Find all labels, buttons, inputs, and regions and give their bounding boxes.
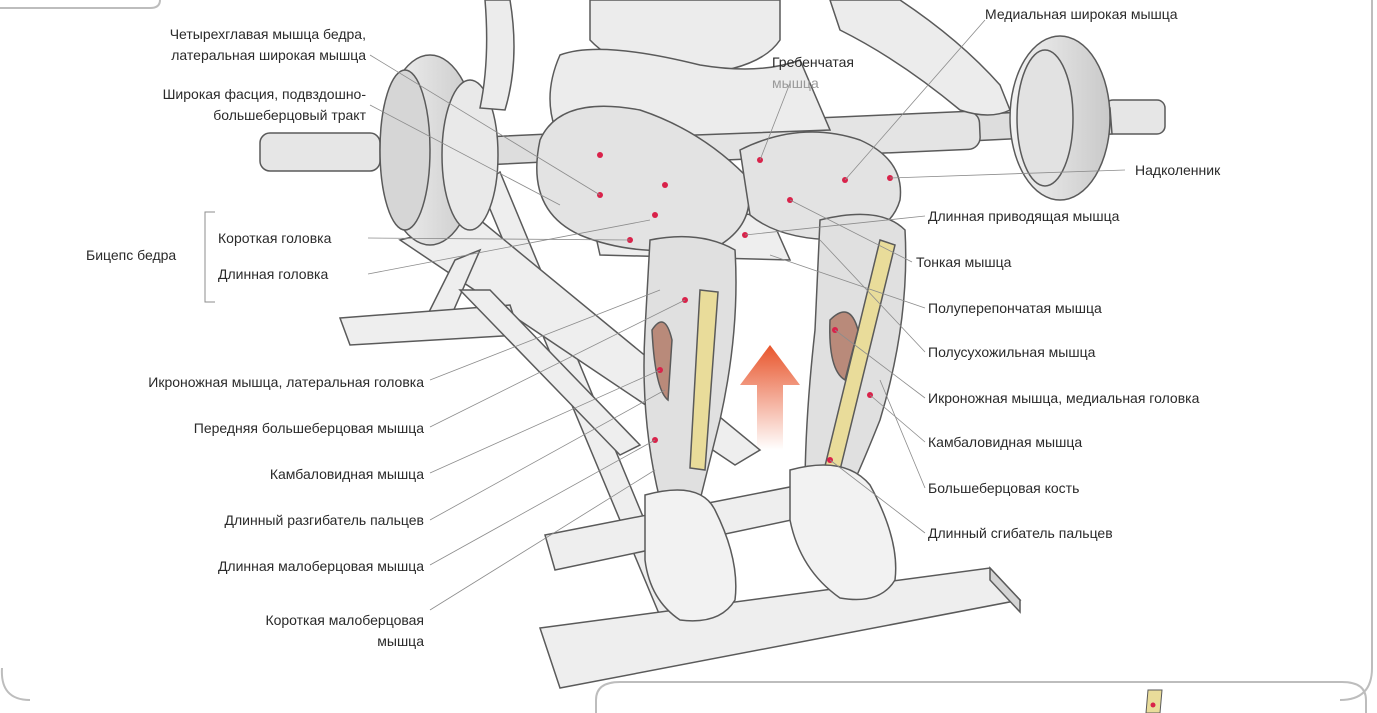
label-soleus-left: Камбаловидная мышца (40, 464, 424, 485)
label-quadriceps-line2: латеральная широкая мышца (60, 45, 366, 66)
label-peroneus-brevis: Короткая малоберцовая мышца (40, 610, 424, 652)
label-semimembranosus: Полуперепончатая мышца (928, 298, 1102, 319)
label-quadriceps: Четырехглавая мышца бедра, латеральная ш… (60, 24, 366, 66)
partial-figure (1146, 690, 1162, 713)
label-peroneus-longus: Длинная малоберцовая мышца (40, 556, 424, 577)
label-tibialis-anterior: Передняя большеберцовая мышца (40, 418, 424, 439)
label-biceps-long-head: Длинная головка (218, 264, 328, 285)
label-pectineus-line2: мышца (772, 73, 854, 94)
label-gracilis: Тонкая мышца (916, 252, 1011, 273)
label-gastrocnemius-lateral: Икроножная мышца, латеральная головка (40, 372, 424, 393)
label-adductor-longus: Длинная приводящая мышца (928, 206, 1119, 227)
bottom-inset-frame (596, 682, 1366, 713)
label-patella: Надколенник (1135, 160, 1220, 181)
label-biceps-short-head: Короткая головка (218, 228, 331, 249)
label-tibia: Большеберцовая кость (928, 478, 1079, 499)
upward-arrow (740, 345, 800, 450)
top-inset-frame (0, 0, 160, 8)
label-pectineus: Гребенчатая мышца (772, 52, 854, 94)
label-flexor-digitorum: Длинный сгибатель пальцев (928, 523, 1113, 544)
label-gastrocnemius-medial: Икроножная мышца, медиальная головка (928, 388, 1199, 409)
label-fascia-line1: Широкая фасция, подвздошно- (60, 84, 366, 105)
label-extensor-digitorum: Длинный разгибатель пальцев (40, 510, 424, 531)
label-pectineus-line1: Гребенчатая (772, 52, 854, 73)
label-fascia-line2: большеберцовый тракт (60, 105, 366, 126)
label-peroneus-brevis-line2: мышца (40, 631, 424, 652)
label-peroneus-brevis-line1: Короткая малоберцовая (40, 610, 424, 631)
foot-platforms (540, 485, 1020, 688)
label-vastus-medialis: Медиальная широкая мышца (985, 4, 1178, 25)
label-soleus-right: Камбаловидная мышца (928, 432, 1082, 453)
label-quadriceps-line1: Четырехглавая мышца бедра, (60, 24, 366, 45)
label-semitendinosus: Полусухожильная мышца (928, 342, 1095, 363)
biceps-bracket (205, 212, 215, 302)
label-fascia: Широкая фасция, подвздошно- большеберцов… (60, 84, 366, 126)
label-biceps-group: Бицепс бедра (86, 245, 176, 266)
